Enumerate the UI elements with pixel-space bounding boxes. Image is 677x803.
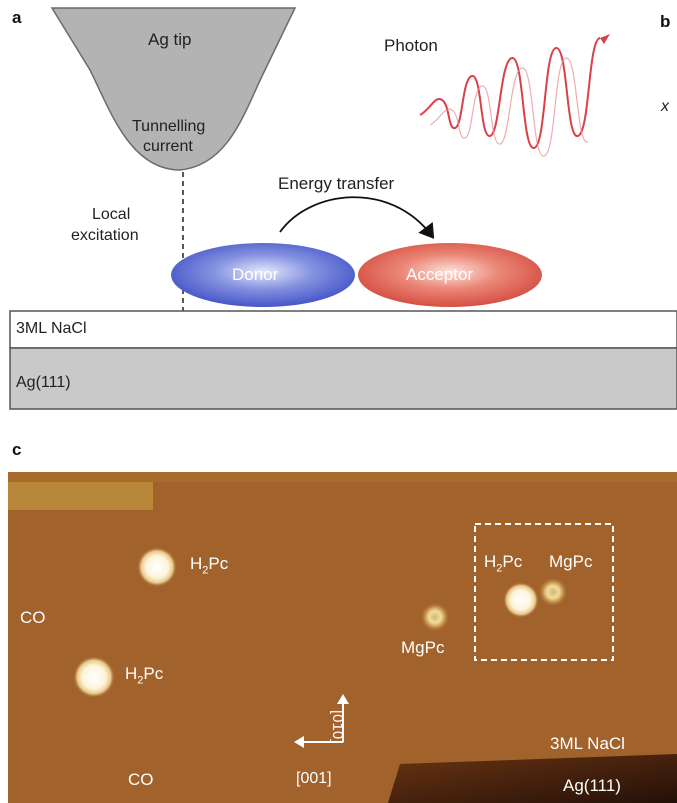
- tunnelling-label-2: current: [143, 138, 193, 155]
- tunnelling-label-1: Tunnelling: [132, 118, 206, 135]
- energy-transfer-label: Energy transfer: [278, 174, 395, 193]
- local-label-1: Local: [92, 206, 131, 223]
- molecule-mgpc: [538, 577, 568, 607]
- molecule-label-mgpc: MgPc: [401, 638, 445, 657]
- region-label-ag: Ag(111): [563, 776, 621, 795]
- panel-label-b: b: [660, 12, 671, 31]
- acceptor-label: Acceptor: [406, 265, 474, 284]
- upper-terrace-band: [8, 472, 677, 482]
- molecule-label-h2pc: H2Pc: [125, 664, 164, 687]
- photon-arrow-head: [600, 34, 610, 44]
- ag-exposed-region: [388, 754, 677, 803]
- molecule-label-mgpc: MgPc: [549, 552, 593, 571]
- energy-transfer-arrow: [279, 196, 435, 239]
- acceptor-ellipse: [358, 243, 542, 307]
- molecule-label-h2pc: H2Pc: [484, 552, 523, 575]
- molecule-h2pc: [73, 656, 115, 698]
- region-label-nacl: 3ML NaCl: [550, 734, 625, 753]
- co-label: CO: [20, 608, 46, 627]
- nacl-layer: [9, 310, 677, 349]
- molecule-label-h2pc: H2Pc: [190, 554, 229, 577]
- photon-wave: [419, 37, 601, 150]
- nacl-layer-label: 3ML NaCl: [16, 320, 87, 337]
- donor-ellipse: [171, 243, 355, 307]
- donor-label: Donor: [232, 265, 279, 284]
- axis-label-001: [001]: [296, 770, 332, 787]
- stm-image: H2Pc H2Pc MgPc H2Pc MgPc CO CO [010] [00…: [8, 472, 677, 803]
- photon-wave-glow: [429, 57, 589, 157]
- ag-layer-label: Ag(111): [16, 374, 71, 391]
- axis-right-head: [294, 736, 304, 748]
- co-label: CO: [128, 770, 154, 789]
- ag-layer: [9, 347, 677, 410]
- selection-box: [474, 523, 614, 661]
- panel-label-c: c: [12, 440, 22, 459]
- photon-label: Photon: [384, 36, 438, 55]
- panel-b-axis-glyph: x: [661, 98, 669, 115]
- stm-image-features: [8, 472, 677, 803]
- local-label-2: excitation: [71, 227, 139, 244]
- panel-a-schematic: [9, 7, 677, 410]
- axis-up-head: [337, 694, 349, 704]
- molecule-h2pc: [503, 582, 539, 618]
- panel-a: a: [9, 7, 677, 410]
- tip-label: Ag tip: [148, 30, 192, 49]
- axis-label-010: [010]: [329, 710, 346, 744]
- molecule-h2pc: [137, 547, 177, 587]
- panel-label-a: a: [12, 8, 22, 27]
- ag-tip: [50, 7, 297, 171]
- molecule-mgpc: [420, 602, 450, 632]
